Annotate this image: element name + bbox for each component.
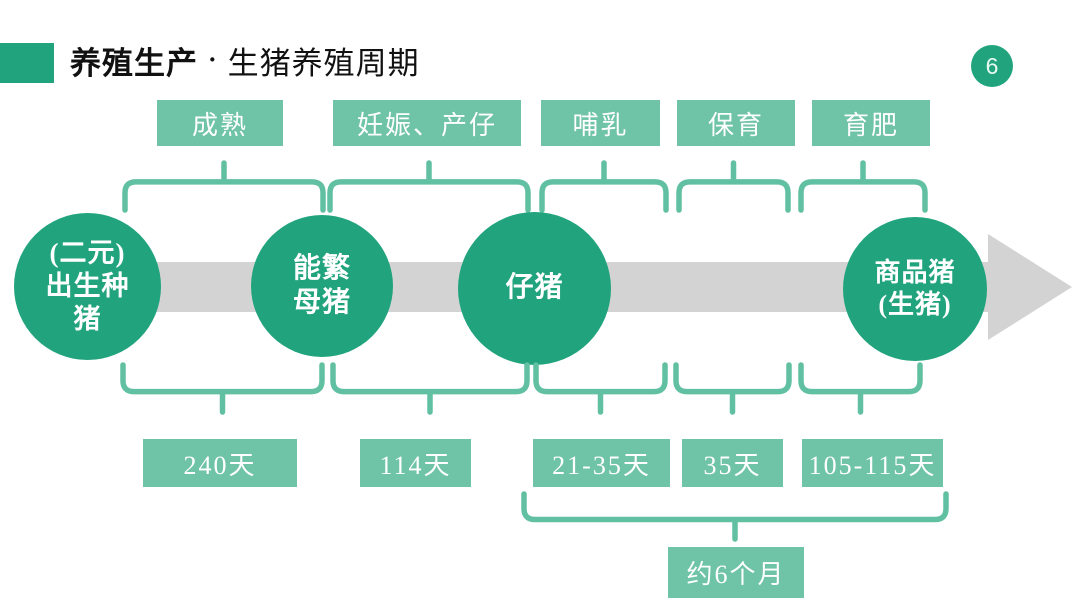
brace-bottom-nursery bbox=[673, 362, 792, 415]
brace-bottom-gestation bbox=[330, 362, 530, 415]
brace-top-gestation bbox=[327, 160, 531, 213]
duration-label-gestation: 114天 bbox=[360, 439, 471, 487]
duration-label-nursery: 35天 bbox=[682, 439, 783, 487]
brace-top-lactation bbox=[539, 160, 669, 213]
node-breeding-sow: 能繁 母猪 bbox=[251, 215, 393, 357]
stage-label-fattening: 育肥 bbox=[812, 100, 930, 146]
brace-bottom-fattening bbox=[798, 362, 923, 415]
node-line: (生猪) bbox=[878, 290, 952, 319]
brace-bottom-lactation bbox=[533, 362, 668, 415]
timeline-arrowhead-icon bbox=[988, 234, 1072, 340]
brace-top-fattening bbox=[798, 160, 928, 213]
node-birth-breeding-pig: (二元) 出生种 猪 bbox=[14, 213, 161, 360]
node-line: 母猪 bbox=[292, 287, 351, 318]
brace-top-nursery bbox=[676, 160, 791, 213]
slide-title-separator: · bbox=[208, 45, 218, 74]
slide-title-section: 养殖生产 bbox=[70, 45, 198, 81]
slide-title-topic: 生猪养殖周期 bbox=[227, 45, 420, 81]
stage-label-nursery: 保育 bbox=[677, 100, 795, 146]
node-line: 商品猪 bbox=[874, 258, 956, 288]
page-number-badge: 6 bbox=[971, 45, 1013, 87]
slide-title: 养殖生产 · 生猪养殖周期 bbox=[70, 36, 420, 84]
brace-total-duration bbox=[521, 491, 949, 542]
title-accent-bar bbox=[0, 43, 54, 83]
duration-label-fattening: 105-115天 bbox=[802, 439, 943, 487]
node-line: 能繁 bbox=[292, 252, 351, 284]
node-market-pig: 商品猪 (生猪) bbox=[843, 217, 987, 361]
stage-label-maturity: 成熟 bbox=[157, 100, 283, 146]
duration-label-lactation: 21-35天 bbox=[533, 439, 670, 487]
total-duration-label: 约6个月 bbox=[668, 547, 804, 598]
page-number: 6 bbox=[985, 52, 999, 79]
stage-label-lactation: 哺乳 bbox=[541, 100, 660, 146]
brace-bottom-maturity bbox=[120, 362, 325, 415]
node-line: (二元) bbox=[49, 238, 126, 269]
node-line: 猪 bbox=[73, 303, 102, 334]
brace-top-maturity bbox=[122, 160, 326, 213]
node-line: 出生种 bbox=[45, 271, 130, 302]
node-line: 仔猪 bbox=[505, 272, 564, 304]
stage-label-gestation-farrowing: 妊娠、产仔 bbox=[333, 100, 521, 146]
duration-label-maturity: 240天 bbox=[143, 439, 297, 487]
node-piglet: 仔猪 bbox=[458, 212, 611, 365]
